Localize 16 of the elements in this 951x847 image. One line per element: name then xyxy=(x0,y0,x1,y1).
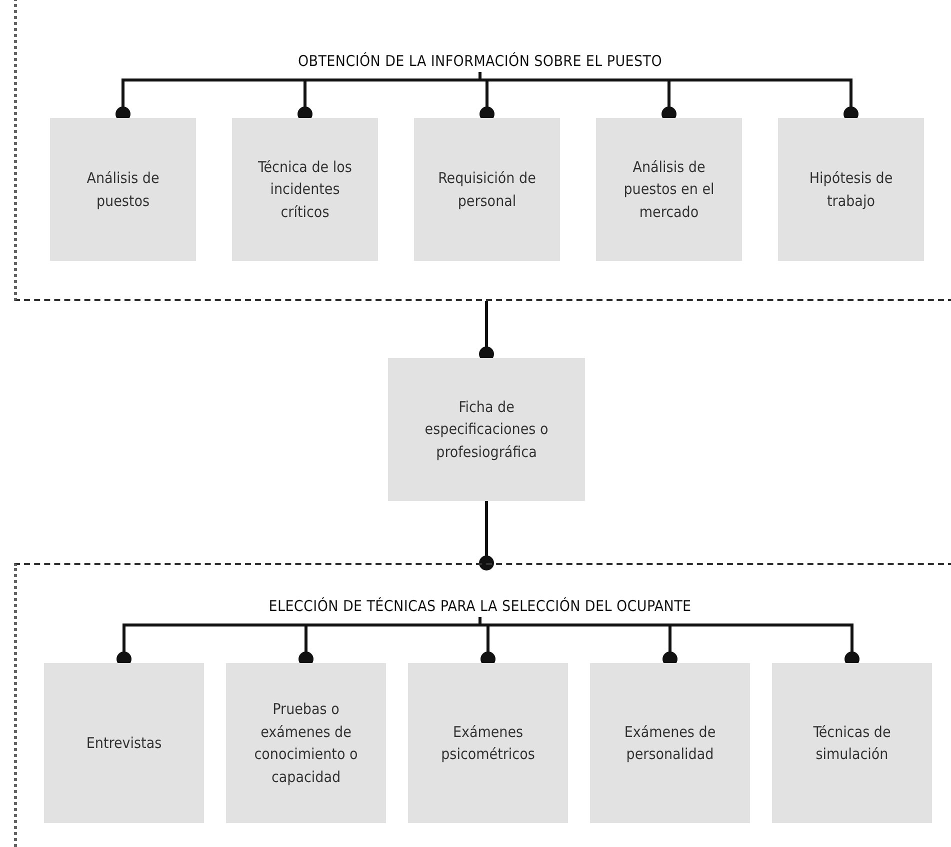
process-box: Requisición de personal xyxy=(414,118,560,261)
process-box: Técnica de los incidentes críticos xyxy=(232,118,378,261)
process-box: Ficha de especificaciones o profesiográfica xyxy=(388,358,585,501)
process-box: Exámenes psicométricos xyxy=(408,663,568,823)
process-box: Análisis de puestos en el mercado xyxy=(596,118,742,261)
connector-line xyxy=(479,501,494,570)
process-box: Entrevistas xyxy=(44,663,204,823)
process-box: Técnicas de simulación xyxy=(772,663,932,823)
process-box: Pruebas o exámenes de conocimiento o capacidad xyxy=(226,663,386,823)
process-box: Análisis de puestos xyxy=(50,118,196,261)
process-box: Hipótesis de trabajo xyxy=(778,118,924,261)
section-heading: ELECCIÓN DE TÉCNICAS PARA LA SELECCIÓN DEL OCUPANTE xyxy=(150,595,810,617)
process-box: Exámenes de personalidad xyxy=(590,663,750,823)
dashed-region xyxy=(14,0,951,301)
section-heading: OBTENCIÓN DE LA INFORMACIÓN SOBRE EL PUESTO xyxy=(220,50,740,72)
dashed-region xyxy=(14,563,951,847)
